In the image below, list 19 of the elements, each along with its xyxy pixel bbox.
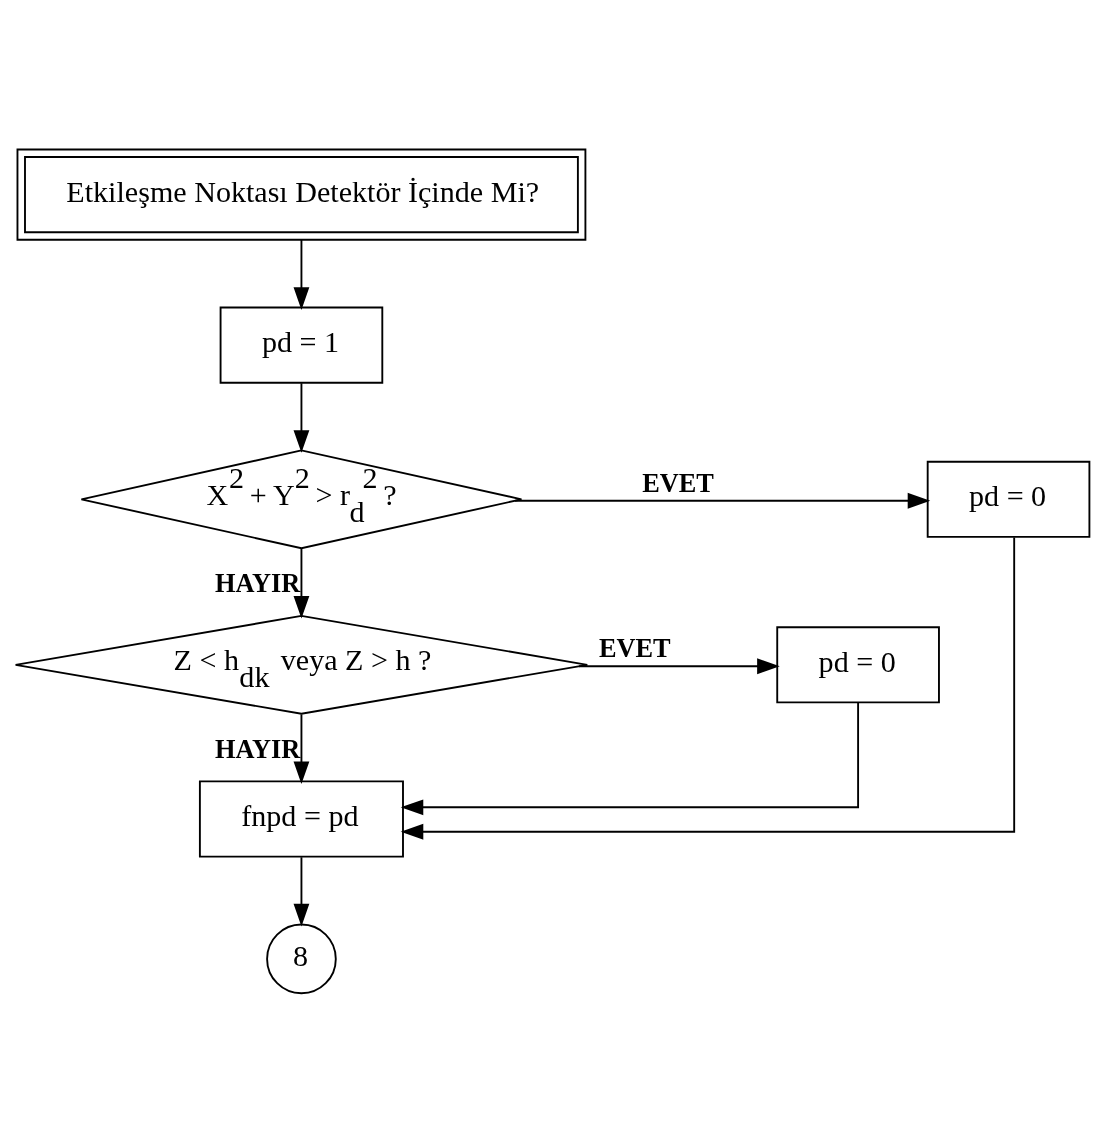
arrow	[293, 547, 310, 619]
arrow	[400, 536, 1016, 840]
arrow	[400, 701, 860, 815]
edge-label: EVET	[598, 633, 671, 663]
arrow	[514, 492, 931, 509]
arrow	[293, 855, 310, 926]
edge-label: EVET	[642, 468, 714, 498]
edge-label: HAYIR	[214, 568, 301, 598]
arrow	[578, 657, 780, 674]
arrow	[293, 381, 310, 453]
node-circle: 8	[266, 923, 337, 994]
arrow	[293, 713, 310, 784]
edge-label: HAYIR	[214, 734, 301, 764]
node-box: pd = 0	[926, 460, 1091, 538]
node-box: pd = 0	[776, 625, 940, 703]
node-box: fnpd = pd	[198, 779, 404, 858]
node-box: pd = 1	[219, 306, 384, 384]
node-box: Etkileşme Noktası Detektör İçinde Mi?	[16, 148, 587, 241]
arrow	[293, 238, 310, 310]
